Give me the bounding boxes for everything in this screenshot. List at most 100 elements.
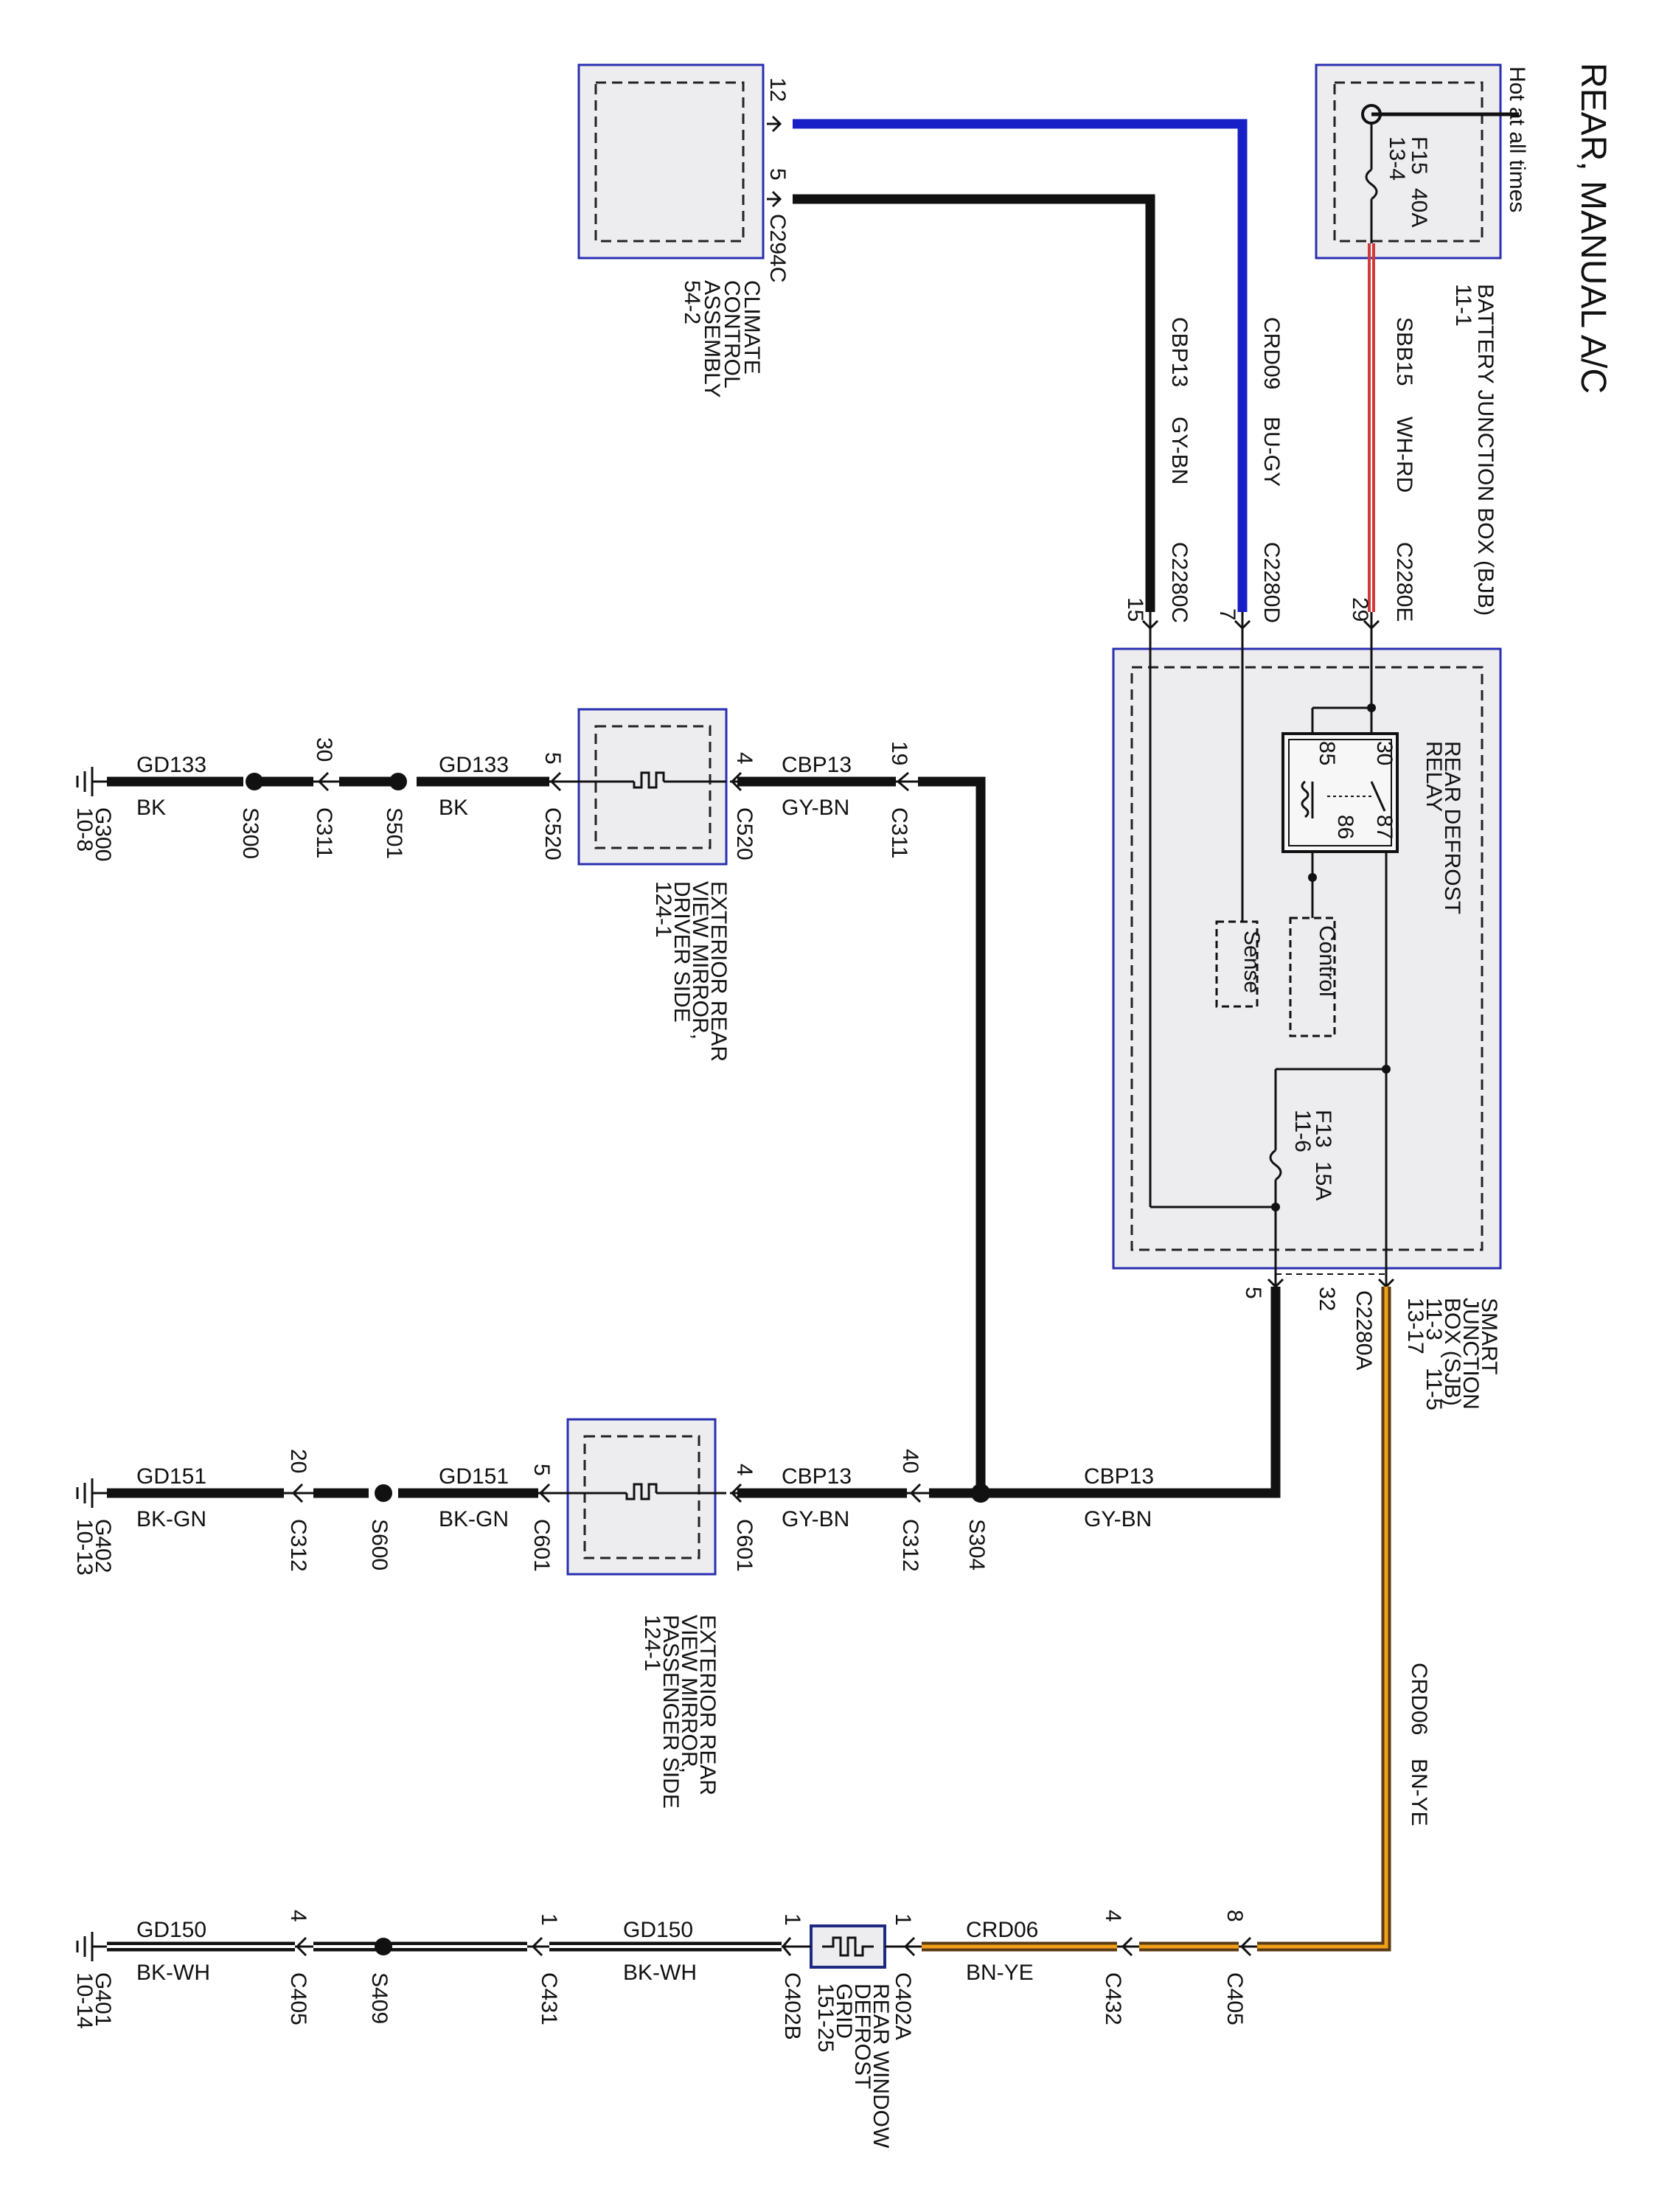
- f15-rating: 40A: [1407, 188, 1431, 227]
- c312-bot-pin: 20: [286, 1449, 310, 1473]
- wire-crd06: [922, 1287, 1391, 1952]
- sjb-ref-3: 11-5: [1422, 1368, 1446, 1411]
- relay-name-1: REAR DEFROST: [1440, 741, 1464, 914]
- inline-connector-symbols: [284, 771, 1257, 1957]
- control-label: Control: [1315, 925, 1339, 997]
- diagram-title: REAR, MANUAL A/C: [1573, 63, 1613, 394]
- control-box: [1289, 877, 1336, 1037]
- g401-ref: 10-14: [72, 1972, 97, 2029]
- wire-cbp13-color: GY-BN: [1167, 417, 1192, 484]
- wire-gd151-b-circuit: GD151: [439, 1464, 509, 1489]
- wire-crd09-color: BU-GY: [1259, 417, 1284, 487]
- wire-cbp13-circuit: CBP13: [1167, 317, 1192, 387]
- c312-top-pin: 40: [898, 1449, 922, 1473]
- wire-gd150-b-circuit: GD150: [623, 1918, 693, 1942]
- wire-cbp13-d-color: GY-BN: [782, 796, 849, 820]
- relay-name-2: RELAY: [1422, 741, 1446, 812]
- c311-bot-pin: 30: [312, 737, 336, 762]
- c294c-pin-b: 5: [765, 168, 790, 181]
- g402-label: G402: [91, 1519, 115, 1573]
- sjb-name-3: BOX (SJB): [1440, 1298, 1464, 1406]
- c2280e-label: C2280E: [1392, 542, 1416, 622]
- sjb-name-1: SMART: [1477, 1298, 1501, 1374]
- wire-gd133-a-color: BK: [136, 796, 166, 820]
- mirror-driver-l2: VIEW MIRROR,: [688, 881, 712, 1040]
- hot-note: Hot at all times: [1505, 66, 1529, 212]
- c402a-pin: 1: [891, 1913, 915, 1926]
- c2280d-label: C2280D: [1259, 542, 1284, 623]
- mirror-driver-l3: DRIVER SIDE: [669, 881, 694, 1023]
- relay-pin-85: 85: [1315, 741, 1339, 765]
- wire-gd151-b-color: BK-GN: [439, 1507, 509, 1531]
- s300-label: S300: [238, 807, 262, 859]
- sense-box: [1215, 920, 1259, 1008]
- c520-a-label: C520: [732, 807, 757, 860]
- connector-c294c-symbols: [767, 115, 782, 208]
- c520-a-pin: 4: [732, 752, 757, 765]
- s304-label: S304: [964, 1519, 989, 1571]
- wire-gd133-b-color: BK: [439, 796, 468, 820]
- wire-cbp13-driver-riser: [918, 776, 986, 1493]
- wire-gd133-b-circuit: GD133: [439, 753, 509, 777]
- battery-junction-box: [1315, 63, 1502, 260]
- c405-top-label: C405: [1222, 1972, 1247, 2025]
- driver-mirror-heater: [560, 771, 726, 789]
- ground-symbols: [76, 767, 107, 1961]
- c432-label: C432: [1101, 1972, 1125, 2025]
- cca-ref: 54-2: [680, 280, 704, 324]
- c402b-label: C402B: [780, 1972, 804, 2040]
- s501-label: S501: [382, 807, 406, 859]
- wire-crd09: [793, 119, 1248, 612]
- c2280e-pin: 29: [1348, 597, 1372, 622]
- c601-a-pin: 4: [732, 1464, 757, 1476]
- mirror-pass-l2: VIEW MIRROR,: [677, 1615, 701, 1773]
- c402a-label: C402A: [891, 1972, 915, 2040]
- sjb-name-2: JUNCTION: [1458, 1298, 1483, 1410]
- f13-ref: 11-6: [1290, 1110, 1315, 1152]
- wire-gd150-b-color: BK-WH: [623, 1961, 697, 1985]
- wire-cbp13-climate: [793, 194, 1155, 612]
- f15-label: F15: [1407, 136, 1431, 175]
- wire-sbb15-color: WH-RD: [1392, 417, 1416, 493]
- sense-label: Sense: [1239, 931, 1264, 993]
- mirror-pass-l1: EXTERIOR REAR: [695, 1615, 720, 1795]
- cca-name-1: CLIMATE: [740, 280, 764, 375]
- s409-label: S409: [367, 1972, 392, 2024]
- c402b-pin: 1: [780, 1913, 804, 1926]
- mirror-pass-l4: 124-1: [640, 1615, 664, 1672]
- bjb-ref: 11-1: [1451, 284, 1475, 327]
- c311-bot-label: C311: [312, 807, 336, 859]
- wire-cbp13-p-color: GY-BN: [782, 1507, 849, 1531]
- g402-ref: 10-13: [72, 1519, 97, 1576]
- c312-bot-label: C312: [286, 1519, 310, 1572]
- c2280c-label: C2280C: [1167, 542, 1192, 623]
- c601-b-label: C601: [529, 1519, 554, 1572]
- s600-label: S600: [367, 1519, 392, 1571]
- wire-gd151-a-color: BK-GN: [136, 1507, 206, 1531]
- c2280a-pin-b: 5: [1241, 1287, 1265, 1299]
- passenger-mirror-heater: [549, 1483, 726, 1500]
- g401-label: G401: [91, 1972, 115, 2026]
- wire-crd06-h-color: BN-YE: [966, 1961, 1034, 1985]
- c520-b-pin: 5: [540, 752, 565, 765]
- wire-crd06-v-circuit: CRD06: [1407, 1663, 1431, 1735]
- c432-pin: 4: [1101, 1910, 1125, 1922]
- grid-l2: DEFROST: [850, 1983, 874, 2089]
- splice-dots: [246, 773, 990, 1955]
- c2280d-pin: 7: [1215, 608, 1239, 621]
- wire-gd151-a-circuit: GD151: [136, 1464, 206, 1489]
- bjb-internal: [1361, 104, 1519, 243]
- c312-top-label: C312: [898, 1519, 922, 1572]
- f13-label: F13: [1311, 1110, 1335, 1148]
- c405-bot-pin: 4: [286, 1910, 310, 1922]
- mirror-pass-l3: PASSENGER SIDE: [658, 1615, 683, 1809]
- c294c-pin-a: 12: [765, 77, 790, 102]
- wire-gd133-a-circuit: GD133: [136, 753, 206, 777]
- relay-pin-87: 87: [1372, 815, 1397, 839]
- c520-b-label: C520: [540, 807, 565, 860]
- connector-c2280a-symbols: [1267, 1268, 1395, 1289]
- mirror-driver-l1: EXTERIOR REAR: [706, 881, 731, 1062]
- wire-cbp13-s304-circuit: CBP13: [1084, 1464, 1154, 1489]
- bjb-name: BATTERY JUNCTION BOX (BJB): [1473, 284, 1498, 616]
